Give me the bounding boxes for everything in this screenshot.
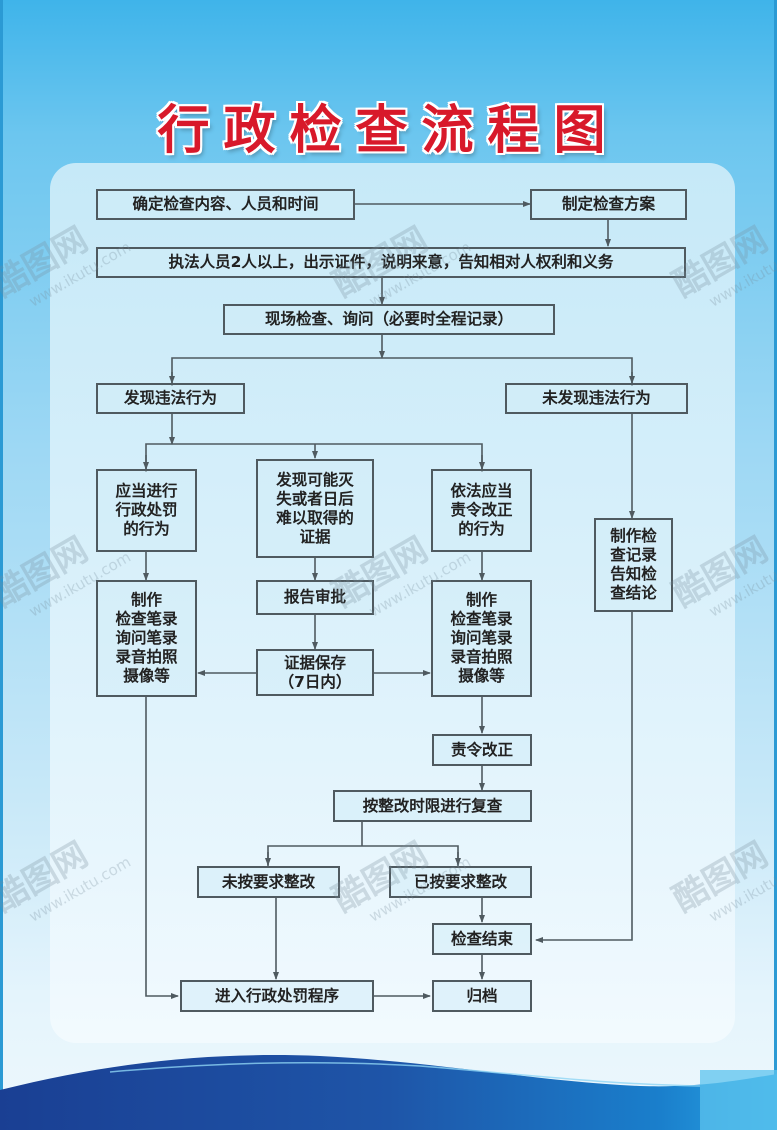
- line: 难以取得的: [276, 508, 354, 527]
- line: 发现可能灭: [276, 470, 354, 489]
- line: 录音拍照: [115, 648, 178, 666]
- line: 检查笔录: [115, 610, 178, 628]
- line: 检查笔录: [450, 610, 513, 628]
- node-preserve-evidence: 证据保存 （7日内）: [256, 649, 374, 696]
- node-determine-content: 确定检查内容、人员和时间: [96, 189, 355, 220]
- line: 责令改正: [450, 501, 513, 519]
- line: 录音拍照: [450, 648, 513, 666]
- poster-left-edge: [0, 0, 3, 1130]
- line: （7日内）: [278, 672, 352, 691]
- line: 制作: [130, 591, 162, 609]
- line: 查结论: [610, 584, 657, 602]
- bottom-wave-decoration: [0, 1055, 777, 1130]
- line: 失或者日后: [276, 489, 354, 508]
- node-no-violation: 未发现违法行为: [505, 383, 688, 414]
- node-recheck: 按整改时限进行复查: [333, 790, 532, 822]
- line: 应当进行: [115, 482, 178, 500]
- node-correct-conduct: 依法应当 责令改正 的行为: [431, 469, 532, 552]
- line: 摄像等: [123, 667, 170, 685]
- line: 的行为: [123, 520, 170, 538]
- line: 查记录: [610, 546, 657, 564]
- poster-title: 行政检查流程图: [157, 101, 620, 161]
- line: 行政处罚: [115, 501, 178, 519]
- node-inspection-end: 检查结束: [432, 923, 532, 955]
- line: 制作检: [610, 527, 657, 545]
- line: 告知检: [610, 565, 657, 583]
- line: 询问笔录: [450, 629, 513, 647]
- node-records-left: 制作 检查笔录 询问笔录 录音拍照 摄像等: [96, 580, 197, 697]
- line: 询问笔录: [115, 629, 178, 647]
- line: 证据: [299, 527, 331, 546]
- node-make-plan: 制定检查方案: [530, 189, 687, 220]
- line: 摄像等: [458, 667, 505, 685]
- node-rectified: 已按要求整改: [389, 866, 532, 898]
- node-record-conclusion: 制作检 查记录 告知检 查结论: [594, 518, 673, 612]
- node-penalty-conduct: 应当进行 行政处罚 的行为: [96, 469, 197, 552]
- poster-right-edge: [774, 0, 777, 1130]
- node-onsite-inspection: 现场检查、询问（必要时全程记录）: [223, 304, 555, 335]
- line: 制作: [465, 591, 497, 609]
- node-evidence-risk: 发现可能灭 失或者日后 难以取得的 证据: [256, 459, 374, 558]
- node-archive: 归档: [432, 980, 532, 1012]
- line: 证据保存: [283, 653, 346, 672]
- line: 的行为: [458, 520, 505, 538]
- node-violation-found: 发现违法行为: [96, 383, 245, 414]
- node-order-correction: 责令改正: [432, 734, 532, 766]
- node-penalty-procedure: 进入行政处罚程序: [180, 980, 374, 1012]
- node-notify-rights: 执法人员2人以上，出示证件，说明来意，告知相对人权利和义务: [96, 247, 686, 278]
- node-records-right: 制作 检查笔录 询问笔录 录音拍照 摄像等: [431, 580, 532, 697]
- node-report-approval: 报告审批: [256, 580, 374, 615]
- line: 依法应当: [450, 482, 513, 500]
- node-not-rectified: 未按要求整改: [197, 866, 340, 898]
